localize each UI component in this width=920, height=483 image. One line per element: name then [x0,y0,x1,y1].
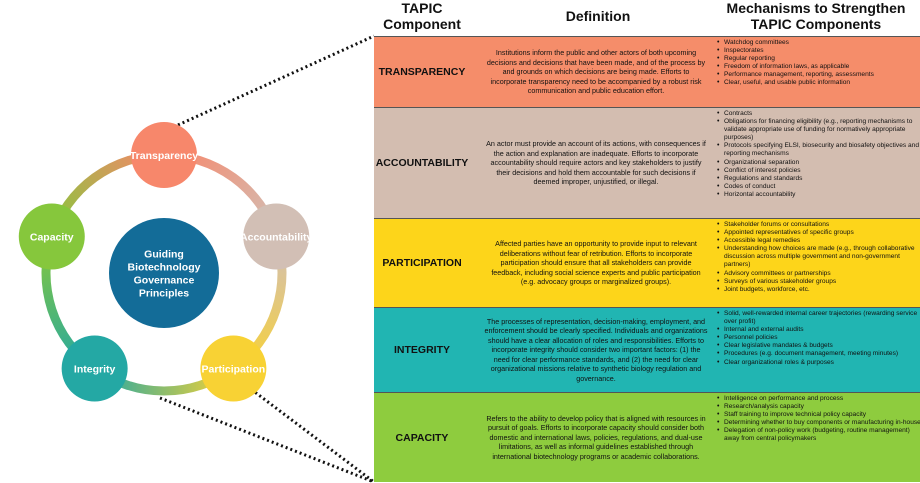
center-label-line: Biotechnology [128,262,201,274]
mechanism-item: Surveys of various stakeholder groups [717,278,920,286]
mechanism-item: Stakeholder forums or consultations [717,221,920,229]
table-row-transparency: TRANSPARENCY Institutions inform the pub… [374,36,920,107]
node-label: Capacity [30,232,74,244]
header-mechanisms: Mechanisms to Strengthen TAPIC Component… [726,0,906,32]
mechanism-item: Horizontal accountability [717,191,920,199]
mechanism-item: Regular reporting [717,55,920,63]
mechanism-item: Codes of conduct [717,183,920,191]
row-mechanisms: Intelligence on performance and process … [716,395,920,444]
mechanism-item: Watchdog committees [717,39,920,47]
row-definition: Refers to the ability to develop policy … [486,413,706,461]
node-circle [61,335,128,402]
mechanism-item: Research/analysis capacity [717,403,920,411]
mechanism-item: Clear organizational roles & purposes [717,359,920,367]
connector-line-lower [159,396,374,483]
row-mechanisms: Solid, well-rewarded internal career tra… [716,310,920,367]
row-name: TRANSPARENCY [378,66,466,78]
mechanism-item: Advisory committees or partnerships [717,270,920,278]
node-capacity: Capacity [18,203,85,270]
mechanism-item: Inspectorates [717,47,920,55]
node-label: Integrity [74,363,116,375]
node-label: Transparency [130,150,198,162]
mechanism-item: Conflict of interest policies [717,167,920,175]
mechanism-item: Clear legislative mandates & budgets [717,342,920,350]
mechanism-item: Performance management, reporting, asses… [717,71,920,79]
row-name: CAPACITY [395,431,449,444]
row-mechanisms: Stakeholder forums or consultations Appo… [716,221,920,294]
node-transparency: Transparency [130,122,198,188]
row-definition: Institutions inform the public and other… [486,48,706,96]
node-circle [18,203,85,270]
mechanism-item: Determining whether to buy components or… [717,419,920,427]
mechanism-item: Organizational separation [717,159,920,167]
mechanism-item: Internal and external audits [717,326,920,334]
row-name: ACCOUNTABILITY [375,157,469,169]
node-label: Participation [202,363,266,375]
connector-lines [159,34,374,483]
node-accountability: Accountability [240,203,313,270]
connector-line-bottom [254,391,374,483]
mechanism-item: Clear, useful, and usable public informa… [717,79,920,87]
node-participation: Participation [200,335,267,402]
mechanism-item: Accessible legal remedies [717,237,920,245]
header-definition: Definition [565,8,631,24]
mechanism-item: Freedom of information laws, as applicab… [717,63,920,71]
table-row-capacity: CAPACITY Refers to the ability to develo… [374,392,920,482]
table-row-integrity: INTEGRITY The processes of representatio… [374,307,920,392]
node-integrity: Integrity [61,335,128,402]
mechanism-item: Contracts [717,110,920,118]
row-name: PARTICIPATION [382,257,462,269]
row-name: INTEGRITY [393,344,450,356]
mechanism-item: Delegation of non-policy work (budgeting… [717,427,920,443]
mechanism-item: Personnel policies [717,334,920,342]
mechanism-item: Protocols specifying ELSI, biosecurity a… [717,142,920,158]
row-definition: Affected parties have an opportunity to … [491,239,701,287]
mechanism-item: Understanding how choices are made (e.g.… [717,245,920,269]
mechanism-item: Procedures (e.g. document management, me… [717,350,920,358]
mechanism-item: Obligations for financing eligibility (e… [717,118,920,142]
mechanism-item: Appointed representatives of specific gr… [717,229,920,237]
node-circle [200,335,267,402]
row-mechanisms: Contracts Obligations for financing elig… [716,110,920,199]
row-definition: The processes of representation, decisio… [484,317,708,383]
mechanism-item: Joint budgets, workforce, etc. [717,286,920,294]
mechanism-item: Staff training to improve technical poli… [717,411,920,419]
center-label-line: Governance [134,275,195,287]
connector-line-top [177,34,374,127]
row-definition: An actor must provide an account of its … [486,139,706,187]
table-row-participation: PARTICIPATION Affected parties have an o… [374,218,920,307]
mechanism-item: Intelligence on performance and process [717,395,920,403]
header-component: TAPIC Component [383,0,461,32]
node-circle [131,122,197,188]
mechanism-item: Solid, well-rewarded internal career tra… [717,310,920,326]
row-mechanisms: Watchdog committees Inspectorates Regula… [716,39,920,88]
node-label: Accountability [240,232,313,244]
center-label-line: Principles [139,288,189,300]
node-circle [243,203,310,270]
mechanism-item: Regulations and standards [717,175,920,183]
table-row-accountability: ACCOUNTABILITY An actor must provide an … [374,107,920,218]
center-label-line: Guiding [144,249,184,261]
